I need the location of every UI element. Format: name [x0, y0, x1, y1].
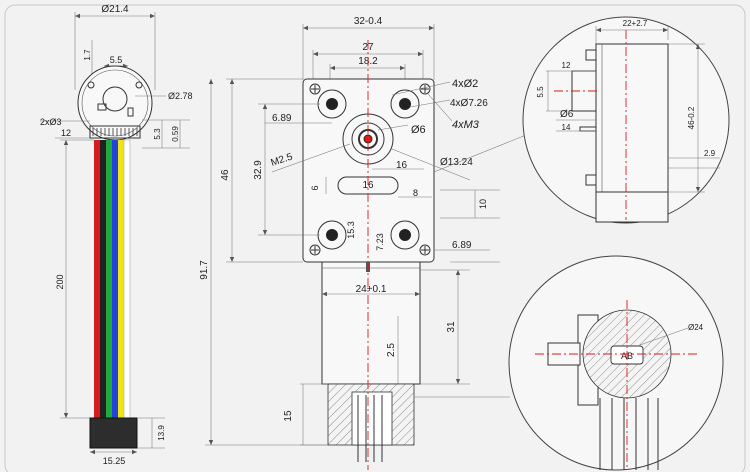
dim-6-89-top: 6.89 — [272, 113, 292, 124]
dim-16-slot: 16 — [362, 180, 374, 191]
dim-encoder-5-5: 5.5 — [110, 55, 123, 65]
encoder-disc — [77, 65, 153, 141]
dim-encoder-5-3: 5.3 — [153, 128, 162, 140]
dim-encoder-diameter: Ø21.4 — [101, 4, 129, 15]
dim-encoder-12: 12 — [61, 128, 71, 138]
encoder-plug — [89, 417, 138, 449]
encoder-wires — [94, 139, 131, 419]
dim-motor-2-5: 2.5 — [386, 343, 397, 357]
dim-side-22: 22+2.7 — [623, 19, 648, 28]
dim-side-5-5: 5.5 — [536, 86, 545, 98]
dim-encoder-2-78: Ø2.78 — [168, 91, 193, 101]
side-gearbox-block — [595, 43, 669, 193]
dim-side-12: 12 — [562, 61, 571, 70]
gearbox-front-view: 32-0.4 27 18.2 2 — [199, 16, 500, 446]
dim-13-24: Ø13.24 — [440, 157, 473, 168]
dim-16-upper: 16 — [396, 160, 408, 171]
drawing-frame — [4, 4, 746, 472]
dim-motor-31: 31 — [446, 321, 457, 333]
dim-shaft-6: Ø6 — [411, 124, 426, 136]
detail-end-view: AB Ø24 — [450, 255, 724, 471]
dim-end-24: Ø24 — [688, 323, 704, 332]
dim-10: 10 — [478, 199, 488, 209]
dim-encoder-15-25: 15.25 — [103, 456, 126, 466]
dim-91-7: 91.7 — [199, 260, 210, 280]
dim-side-14: 14 — [562, 123, 571, 132]
detail-side-view: 22+2.7 12 5.5 Ø6 14 46-0.2 2.9 — [433, 16, 730, 224]
dim-gearbox-32: 32-0.4 — [354, 16, 383, 27]
dim-7-23: 7.23 — [375, 233, 385, 251]
dim-4x7-26: 4xØ7.26 — [450, 98, 488, 109]
dim-4xm3: 4xM3 — [452, 119, 480, 131]
encoder-view: Ø21.4 1.7 5.5 Ø2.78 2xØ3 — [40, 4, 193, 466]
dim-15-3: 15.3 — [346, 221, 356, 239]
dim-slot-6: 6 — [310, 185, 320, 190]
dim-side-2-9: 2.9 — [704, 149, 716, 158]
encoder-hub — [102, 86, 128, 112]
dim-encoder-200: 200 — [55, 274, 65, 289]
dim-side-6: Ø6 — [560, 109, 574, 120]
dim-encoder-0-59: 0.59 — [171, 126, 180, 142]
motor-can — [321, 261, 421, 385]
dim-32-9: 32.9 — [253, 160, 264, 180]
dim-46: 46 — [220, 169, 231, 181]
dim-8: 8 — [413, 188, 418, 198]
dim-encoder-holes: 2xØ3 — [40, 117, 62, 127]
dim-6-89-bottom: 6.89 — [452, 240, 472, 251]
dim-m2-5: M2.5 — [270, 151, 295, 168]
dim-encoder-13-9: 13.9 — [157, 425, 166, 441]
dim-motor-24: 24+0.1 — [356, 284, 387, 295]
dim-side-46: 46-0.2 — [687, 106, 696, 129]
dim-motor-15: 15 — [283, 410, 294, 422]
dim-4x2: 4xØ2 — [452, 78, 478, 90]
motor-body-view: 24+0.1 31 2.5 15 — [283, 261, 470, 462]
dim-encoder-1-7: 1.7 — [83, 49, 92, 61]
encoder-connector — [89, 125, 141, 139]
